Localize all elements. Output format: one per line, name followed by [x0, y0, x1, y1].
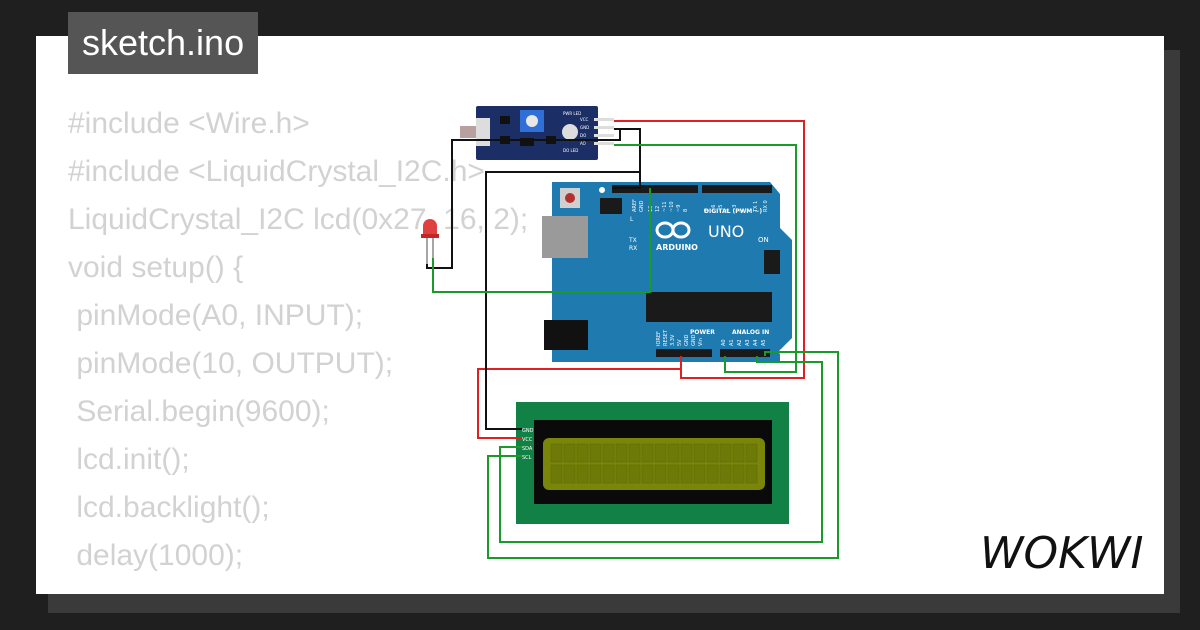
code-line: lcd.init();: [68, 443, 190, 476]
analog-pin-label[interactable]: A2: [737, 339, 743, 346]
sensor-pin-do[interactable]: DO: [580, 133, 586, 138]
analog-pin-label[interactable]: A1: [729, 339, 735, 346]
lcd-char-cells: [550, 443, 758, 484]
usb-port: [542, 216, 588, 258]
analog-label: ANALOG IN: [732, 329, 769, 336]
digital-pin-label[interactable]: ~10: [669, 201, 675, 212]
code-line: lcd.backlight();: [68, 491, 270, 524]
power-pin-label[interactable]: 3.3V: [670, 334, 676, 346]
sensor-pin-ao[interactable]: AO: [580, 141, 586, 146]
digital-pin-label[interactable]: ~3: [732, 205, 738, 212]
power-label: POWER: [690, 329, 715, 336]
photoresistor: [460, 126, 476, 138]
wire-green-sensor-ao: [614, 144, 797, 373]
digital-pin-label[interactable]: RX 0: [763, 200, 769, 212]
code-line: void setup() {: [68, 251, 244, 284]
wokwi-logo-text: WOKWI: [980, 528, 1143, 579]
wokwi-logo: WOKWI: [980, 528, 1143, 579]
digital-pin-label[interactable]: 7: [704, 209, 710, 212]
power-pin-label[interactable]: 5V: [677, 339, 683, 346]
sensor-pwr-led-label: PWR LED: [563, 111, 581, 116]
lcd-module[interactable]: GND VCC SDA SCL: [516, 402, 789, 524]
digital-pin-label[interactable]: 8: [683, 209, 689, 212]
power-pin-label[interactable]: IOREF: [656, 331, 662, 346]
lcd-pin-vcc[interactable]: VCC: [522, 437, 533, 443]
digital-label: DIGITAL (PWM ~): [704, 208, 762, 215]
sketch-title: sketch.ino: [68, 12, 259, 74]
wire-green-led: [432, 188, 651, 293]
code-line: LiquidCrystal_I2C lcd(0x27, 16, 2);: [68, 203, 529, 236]
pin-aref[interactable]: AREF: [632, 199, 638, 212]
l-label: L: [630, 216, 634, 223]
wire-black-board-gnd: [612, 172, 641, 189]
lcd-pin-gnd[interactable]: GND: [522, 428, 534, 434]
digital-pin-label[interactable]: 2: [739, 209, 745, 212]
light-sensor-module[interactable]: VCC GND DO AO PWR LED DO LED: [460, 106, 614, 160]
code-line: delay(1000);: [68, 539, 244, 572]
lcd-pin-scl[interactable]: SCL: [522, 455, 532, 461]
digital-pin-label[interactable]: 12: [655, 206, 661, 212]
pin-gnd-top[interactable]: GND: [639, 200, 645, 212]
on-label: ON: [758, 236, 769, 244]
wire-red-sensor-vcc: [614, 120, 805, 379]
code-line: Serial.begin(9600);: [68, 395, 330, 428]
code-preview: #include <Wire.h> #include <LiquidCrystal…: [68, 100, 528, 580]
red-led[interactable]: [421, 219, 439, 264]
analog-pin-label[interactable]: A5: [761, 339, 767, 346]
wire-green-lcd-sda: [499, 356, 823, 543]
power-jack: [544, 320, 588, 350]
code-line: #include <Wire.h>: [68, 107, 310, 140]
code-line: #include <LiquidCrystal_I2C.h>: [68, 155, 485, 188]
atmega-chip: [646, 292, 772, 322]
wire-red-lcd-vcc: [477, 368, 681, 439]
rx-label: RX: [629, 245, 637, 252]
lcd-pin-sda[interactable]: SDA: [522, 446, 533, 452]
arduino-uno-board[interactable]: UNO ARDUINO DIGITAL (PWM ~) ANALOG IN PO…: [542, 182, 792, 362]
code-line: pinMode(10, OUTPUT);: [68, 347, 394, 380]
sensor-pin-vcc[interactable]: VCC: [580, 117, 589, 122]
code-line: pinMode(A0, INPUT);: [68, 299, 364, 332]
board-brand: ARDUINO: [656, 243, 698, 252]
wires: [426, 120, 839, 559]
analog-pin-label[interactable]: A4: [753, 339, 759, 346]
wire-black-sensor-gnd: [485, 128, 641, 430]
digital-pin-label[interactable]: ~9: [676, 205, 682, 212]
analog-pin-label[interactable]: A0: [721, 339, 727, 346]
sensor-do-led-label: DO LED: [563, 148, 578, 153]
power-pin-label[interactable]: GND: [691, 334, 697, 346]
arduino-logo: [655, 221, 691, 239]
digital-pin-label[interactable]: ~6: [711, 205, 717, 212]
power-pin-label[interactable]: Vin: [698, 338, 704, 346]
power-pin-label[interactable]: RESET: [663, 329, 669, 346]
sensor-pin-gnd[interactable]: GND: [580, 125, 589, 130]
tx-label: TX: [628, 237, 637, 244]
digital-pin-label[interactable]: TX 1: [753, 201, 759, 213]
wire-black-led-gnd: [426, 128, 621, 269]
power-pin-label[interactable]: GND: [684, 334, 690, 346]
analog-pin-label[interactable]: A3: [745, 339, 751, 346]
digital-pin-label[interactable]: ~11: [662, 201, 668, 212]
board-model: UNO: [708, 222, 744, 241]
digital-pin-label[interactable]: ~5: [718, 205, 724, 212]
digital-pin-label[interactable]: 4: [725, 209, 731, 212]
wire-green-lcd-scl: [487, 351, 839, 559]
